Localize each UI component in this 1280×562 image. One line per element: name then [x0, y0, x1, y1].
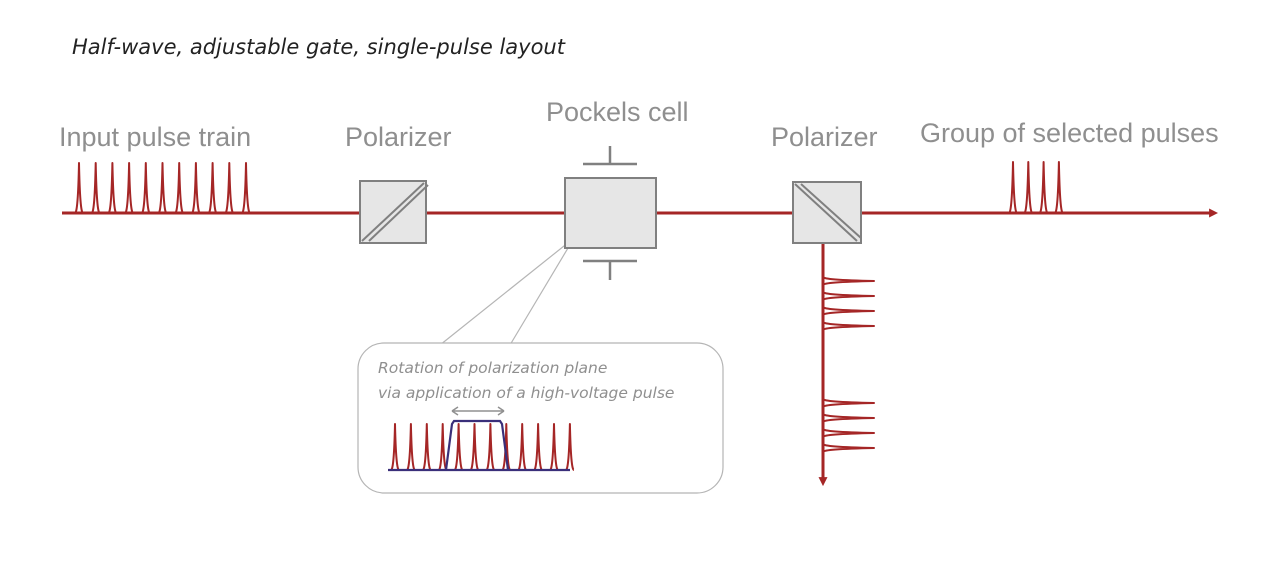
callout-pulse	[549, 423, 559, 471]
callout-leader-right	[509, 237, 575, 346]
callout-pulse-train	[390, 423, 575, 471]
gated-pulse	[469, 423, 480, 471]
rejected-pulse	[822, 413, 875, 423]
pockels-cell	[564, 146, 657, 280]
callout-line-1: Rotation of polarization plane	[378, 359, 607, 377]
input-pulse	[124, 162, 135, 214]
label-pockels-cell: Pockels cell	[546, 97, 689, 127]
callout-pulse	[390, 423, 400, 471]
callout-line-2: via application of a high-voltage pulse	[378, 384, 674, 402]
gated-pulse	[453, 423, 464, 471]
rejected-pulse	[822, 306, 875, 316]
input-pulse	[74, 162, 84, 214]
callout-pulse	[437, 423, 448, 471]
selected-pulse	[1008, 161, 1018, 214]
rejected-pulse	[822, 321, 875, 331]
diagram-title: Half-wave, adjustable gate, single-pulse…	[72, 35, 566, 59]
input-pulse-train	[74, 162, 251, 214]
label-polarizer-left: Polarizer	[345, 122, 452, 152]
callout-pulse	[405, 423, 416, 471]
input-pulse	[90, 162, 101, 214]
input-pulse	[174, 162, 185, 214]
gated-pulse	[501, 423, 512, 471]
pockels-crystal	[564, 177, 657, 249]
rejected-pulse	[822, 291, 875, 301]
rejected-pulse	[822, 428, 875, 438]
input-pulse	[207, 162, 218, 214]
selected-pulse	[1038, 161, 1049, 214]
polarizer-right	[792, 181, 862, 244]
callout-pulse	[517, 423, 528, 471]
label-input-pulse-train: Input pulse train	[59, 122, 251, 152]
callout: Rotation of polarization plane via appli…	[357, 237, 724, 494]
label-selected-pulses: Group of selected pulses	[920, 118, 1219, 148]
gate-width-arrow	[451, 406, 505, 416]
input-pulse	[107, 162, 118, 214]
input-pulse	[224, 162, 235, 214]
selected-pulse-group	[1008, 161, 1064, 214]
rejected-pulse	[822, 398, 875, 408]
selected-pulse	[1053, 161, 1064, 214]
high-voltage-gate-pulse	[444, 419, 510, 471]
gated-pulse	[485, 423, 496, 471]
rejected-pulse-groups	[822, 276, 875, 453]
input-pulse	[190, 162, 201, 214]
input-pulse	[241, 162, 251, 214]
callout-pulse	[421, 423, 432, 471]
callout-pulse	[533, 423, 544, 471]
rejected-pulse	[822, 276, 875, 286]
callout-pulse	[564, 423, 575, 471]
callout-bubble	[357, 342, 724, 494]
selected-pulse	[1023, 161, 1034, 214]
callout-leader-left	[439, 237, 575, 346]
label-polarizer-right: Polarizer	[771, 122, 878, 152]
rejected-pulse	[822, 443, 875, 453]
input-pulse	[157, 162, 168, 214]
input-pulse	[140, 162, 151, 214]
polarizer-left	[359, 180, 429, 244]
